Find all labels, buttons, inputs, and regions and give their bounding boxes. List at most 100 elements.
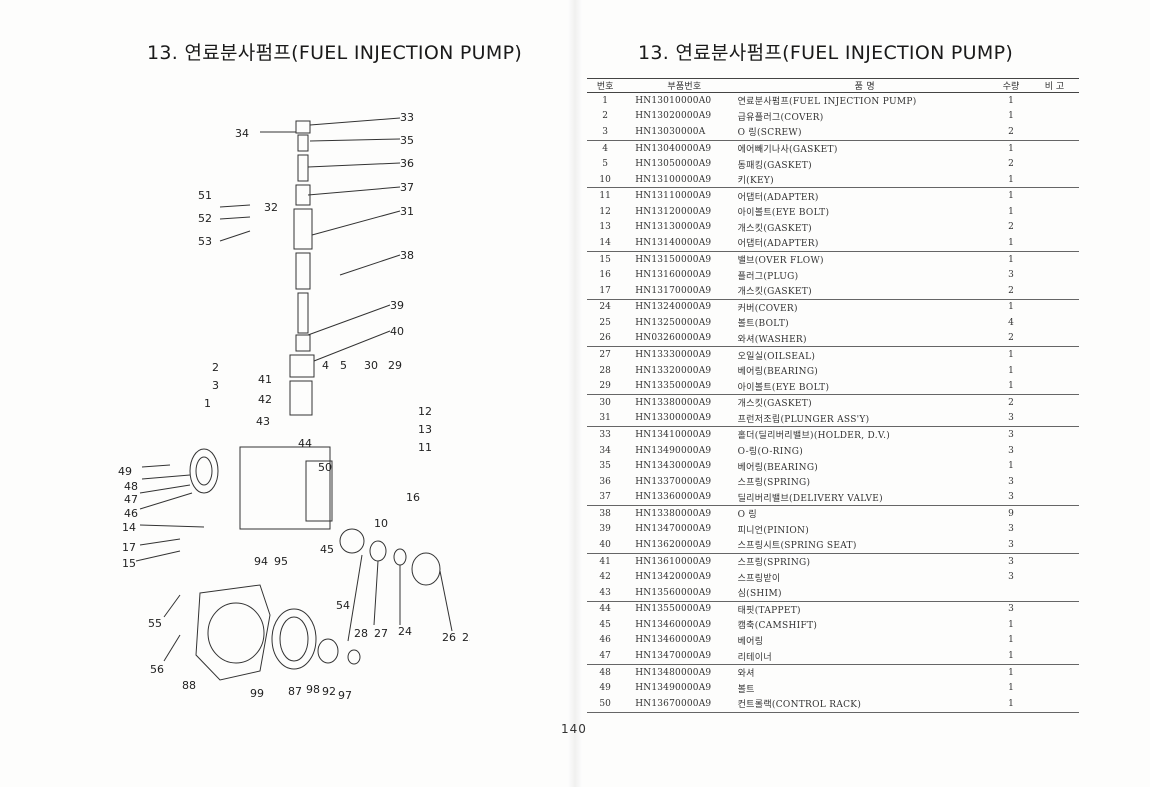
cell-qty: 1 (1008, 350, 1014, 361)
cell-no: 11 (599, 191, 611, 202)
cell-part-number: HN13320000A9 (635, 365, 712, 376)
callout-3: 3 (212, 379, 219, 392)
callout-54: 54 (336, 599, 350, 612)
cell-remark (1030, 204, 1079, 220)
cell-qty: 1 (992, 648, 1030, 665)
cell-part-number: HN13020000A9 (635, 111, 712, 122)
cell-qty: 1 (1008, 111, 1014, 122)
cell-part-number: HN13420000A9 (635, 572, 712, 583)
cell-remark (1030, 220, 1079, 236)
cell-part-name: 개스킷(GASKET) (737, 399, 812, 410)
callout-97: 97 (338, 689, 352, 702)
cell-qty: 1 (1008, 667, 1014, 678)
cell-part-number: HN13620000A9 (623, 537, 734, 554)
cell-part-name: 개스킷(GASKET) (733, 282, 993, 300)
cell-part-name: 스프링시트(SPRING SEAT) (733, 537, 993, 554)
part-oring (297, 134, 309, 152)
callout-39: 39 (390, 299, 404, 312)
cell-part-number: HN13560000A9 (623, 584, 734, 602)
cell-qty: 9 (1008, 508, 1014, 519)
callout-50: 50 (318, 461, 332, 474)
cell-remark (1029, 235, 1079, 252)
cell-remark (1030, 664, 1079, 680)
table-header-row: 번호 부품번호 품 명 수량 비 고 (587, 78, 1079, 93)
cover-24 (411, 552, 441, 586)
cell-part-number: HN13100000A9 (623, 171, 734, 189)
cell-part-number: HN13670000A9 (623, 695, 734, 713)
callout-95: 95 (274, 555, 288, 568)
cell-part-number: HN13250000A9 (635, 317, 712, 328)
cell-part-name: 딜리버리밸브(DELIVERY VALVE) (733, 489, 993, 507)
cell-no: 5 (602, 159, 608, 170)
callout-42: 42 (258, 393, 272, 406)
cell-no: 1 (602, 95, 608, 106)
cell-no: 39 (599, 524, 611, 535)
callout-26: 26 (442, 631, 456, 644)
table-row: 2 HN13020000A9 급유플러그(COVER) 1 (587, 109, 1079, 125)
header-part-number: 부품번호 (623, 78, 734, 93)
cell-no: 47 (587, 648, 624, 665)
cell-no: 40 (587, 537, 624, 554)
cell-no: 27 (599, 350, 611, 361)
cell-qty: 3 (992, 410, 1030, 428)
callout-88: 88 (182, 679, 196, 692)
cell-remark (1029, 282, 1079, 300)
cell-no: 24 (599, 302, 611, 313)
cell-part-name: 프런저조립(PLUNGER ASS'Y) (733, 410, 993, 428)
callout-15: 15 (122, 557, 136, 570)
exploded-view-diagram: 34 33 35 36 37 31 38 39 40 51 32 52 53 2… (100, 95, 476, 719)
cell-no: 2 (602, 111, 608, 122)
callout-45: 45 (320, 543, 334, 556)
callout-92: 92 (322, 685, 336, 698)
callout-33: 33 (400, 111, 414, 124)
callout-12: 12 (418, 405, 432, 418)
callout-25: 25 (462, 631, 470, 644)
cell-remark (1030, 617, 1079, 633)
cell-part-name: 급유플러그(COVER) (737, 112, 824, 123)
cell-qty: 1 (1008, 191, 1014, 202)
washer-98 (317, 638, 339, 664)
cell-part-name: 어댑터(ADAPTER) (733, 235, 993, 252)
cell-part-number: HN13040000A9 (635, 143, 712, 154)
diagram-page-title: 13. 연료분사펌프(FUEL INJECTION PUMP) (147, 42, 523, 64)
cell-part-name: 개스킷(GASKET) (737, 223, 812, 234)
cell-part-name: 스프링(SPRING) (737, 558, 811, 569)
cell-remark (1030, 315, 1079, 331)
cell-part-name: 와셔(WASHER) (733, 330, 993, 348)
cell-part-number: HN13330000A9 (635, 350, 712, 361)
cell-no: 14 (587, 235, 624, 252)
cell-no: 31 (587, 410, 624, 428)
cell-part-number: HN13030000A (623, 124, 734, 141)
callout-94: 94 (254, 555, 268, 568)
cell-remark (1030, 427, 1079, 443)
cell-qty: 3 (1008, 476, 1014, 487)
cell-remark (1029, 695, 1079, 713)
cell-remark (1030, 156, 1079, 172)
header-qty: 수량 (992, 78, 1030, 93)
callout-52: 52 (198, 212, 212, 225)
cell-remark (1030, 458, 1079, 474)
oring-10 (339, 528, 365, 554)
cell-part-number: HN13460000A9 (635, 635, 712, 646)
cell-remark (1030, 394, 1079, 410)
callout-1: 1 (204, 397, 211, 410)
cell-no: 30 (599, 397, 611, 408)
cell-qty: 1 (992, 171, 1030, 189)
cell-part-number: HN13550000A9 (635, 604, 712, 615)
cell-remark (1030, 601, 1079, 617)
cell-remark (1030, 93, 1079, 109)
